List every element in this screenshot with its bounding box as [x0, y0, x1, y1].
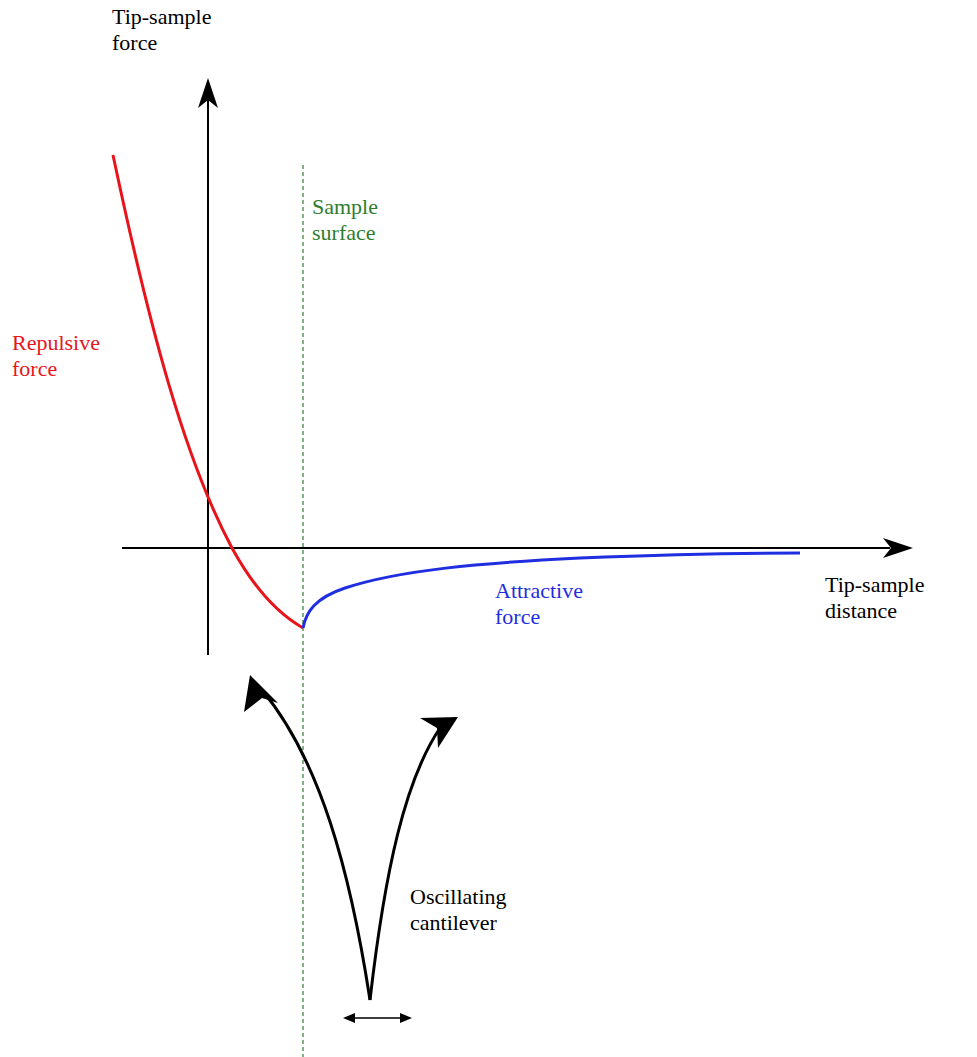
surface-label: Sample surface	[312, 194, 422, 246]
force-axis	[207, 100, 209, 655]
curve-label: Attractive force	[495, 578, 615, 630]
swing-arrowhead	[244, 675, 278, 712]
repulsive-curve	[113, 155, 303, 628]
oscillation-arrowhead	[343, 1013, 355, 1023]
cantilever-swing	[370, 728, 440, 1000]
curve-label: Repulsive force	[12, 330, 122, 382]
swing-arrowhead	[420, 717, 458, 748]
axis-label: Tip-sample force	[112, 4, 232, 56]
oscillation-arrowhead	[400, 1013, 412, 1023]
axis-arrowhead	[883, 538, 913, 558]
part-label: Oscillating cantilever	[410, 884, 540, 936]
distance-axis	[122, 547, 890, 549]
surface-line	[302, 165, 303, 1057]
axis-arrowhead	[198, 78, 218, 108]
cantilever-swing	[262, 690, 370, 1000]
oscillation-arrow	[352, 1017, 403, 1019]
axis-label: Tip-sample distance	[825, 572, 965, 624]
